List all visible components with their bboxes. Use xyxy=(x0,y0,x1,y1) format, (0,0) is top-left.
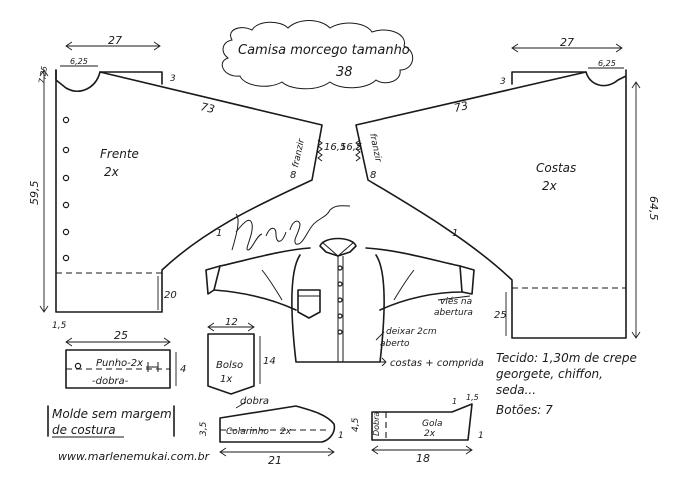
back-sleeve-end: 16,5 xyxy=(340,142,362,153)
front-cuff-side: 8 xyxy=(290,170,296,181)
cuff-width: 25 xyxy=(114,329,128,342)
collar-stand-height: 3,5 xyxy=(199,421,209,436)
note-open2: aberto xyxy=(380,339,410,349)
pocket-width: 12 xyxy=(225,317,238,328)
back-label: Costas xyxy=(536,161,576,175)
back-height: 64,5 xyxy=(647,196,660,221)
collar-fold: Dobra xyxy=(372,412,381,436)
fabric-line3: seda... xyxy=(496,383,536,397)
collar-stand-fold: dobra xyxy=(240,396,269,407)
collar-stand-side: 1 xyxy=(338,431,344,441)
front-neck-depth: 7,25 xyxy=(37,65,49,84)
collar-stand-length: 21 xyxy=(268,454,282,467)
collar-side: 1 xyxy=(478,431,484,441)
front-gather: franzir xyxy=(291,137,307,169)
front-neck-width: 6,25 xyxy=(70,57,88,66)
collar-corner: 1 xyxy=(452,397,457,406)
button-mark xyxy=(62,146,70,154)
collar-height: 4,5 xyxy=(351,417,361,432)
fabric-buttons: Botões: 7 xyxy=(496,403,553,417)
front-hem-extra: 1,5 xyxy=(52,321,67,331)
fabric-line2: georgete, chiffon, xyxy=(496,367,603,381)
pocket-qty: 1x xyxy=(220,374,232,385)
title-text: Camisa morcego tamanho xyxy=(238,43,410,58)
cuff-fold: -dobra- xyxy=(92,376,129,387)
website-url: www.marlenemukai.com.br xyxy=(58,450,211,463)
note-vies: viés na xyxy=(440,296,472,307)
shirt-illustration xyxy=(205,237,475,363)
note-open1: deixar 2cm xyxy=(386,327,437,337)
back-piece: Costas 2x 73 franzir 16,5 8 1 27 6,25 3 … xyxy=(340,36,660,339)
back-shoulder-drop: 3 xyxy=(500,77,506,87)
pocket-piece: 12 Bolso 1x 14 xyxy=(207,317,276,395)
back-sleeve-length: 73 xyxy=(453,99,470,115)
title-cloud: Camisa morcego tamanho 38 xyxy=(221,20,414,90)
seam-note-line2: de costura xyxy=(52,423,116,437)
cuff-name: Punho-2x xyxy=(96,358,143,369)
front-label: Frente xyxy=(100,147,139,161)
button-mark xyxy=(62,228,70,236)
button-mark xyxy=(62,174,70,182)
cuff-piece: 25 Punho-2x -dobra- 4 xyxy=(65,329,186,389)
front-sleeve-length: 73 xyxy=(199,100,216,116)
collar-length: 18 xyxy=(416,452,430,465)
seam-note: Molde sem margem de costura xyxy=(47,405,175,438)
back-hem-depth: 25 xyxy=(494,310,507,321)
note-back-longer: costas + comprida xyxy=(390,358,484,369)
fabric-note: Tecido: 1,30m de crepe georgete, chiffon… xyxy=(496,351,637,417)
pocket-height: 14 xyxy=(263,356,276,367)
fabric-line1: Tecido: 1,30m de crepe xyxy=(496,351,637,365)
button-mark xyxy=(62,116,70,124)
back-cuff-side: 8 xyxy=(370,170,376,181)
button-mark xyxy=(62,201,70,209)
front-piece: Frente 2x 73 franzir 16,5 8 1 27 6,25 7,… xyxy=(28,34,346,331)
collar-stand-piece: dobra Colarinho 2x 3,5 1 21 xyxy=(199,396,344,467)
front-height: 59,5 xyxy=(28,181,41,206)
pocket-name: Bolso xyxy=(216,360,243,371)
back-qty: 2x xyxy=(542,179,558,193)
title-size: 38 xyxy=(336,65,353,80)
front-hem-depth: 20 xyxy=(164,290,177,301)
collar-qty: 2x xyxy=(424,429,436,439)
front-width: 27 xyxy=(108,34,122,47)
front-qty: 2x xyxy=(104,165,120,179)
seam-note-line1: Molde sem margem xyxy=(52,407,172,421)
front-seam-mark: 1 xyxy=(216,228,222,239)
back-neck-width: 6,25 xyxy=(598,59,616,68)
button-mark xyxy=(62,254,70,262)
shirt-notes: viés na abertura deixar 2cm aberto costa… xyxy=(372,295,484,369)
collar-stand-qty: 2x xyxy=(280,427,292,437)
collar-top-end: 1,5 xyxy=(466,393,479,402)
note-vies2: abertura xyxy=(434,308,473,318)
back-gather: franzir xyxy=(367,133,383,165)
collar-piece: Dobra Gola 2x 4,5 1,5 1 1 18 xyxy=(351,393,484,465)
front-sleeve-end: 16,5 xyxy=(324,142,346,153)
front-shoulder-drop: 3 xyxy=(170,74,176,84)
back-seam-mark: 1 xyxy=(452,228,458,239)
collar-stand-name: Colarinho xyxy=(226,427,269,437)
back-width: 27 xyxy=(560,36,574,49)
signature-watermark xyxy=(231,205,351,251)
cuff-height: 4 xyxy=(180,364,186,375)
collar-name: Gola xyxy=(422,419,443,429)
